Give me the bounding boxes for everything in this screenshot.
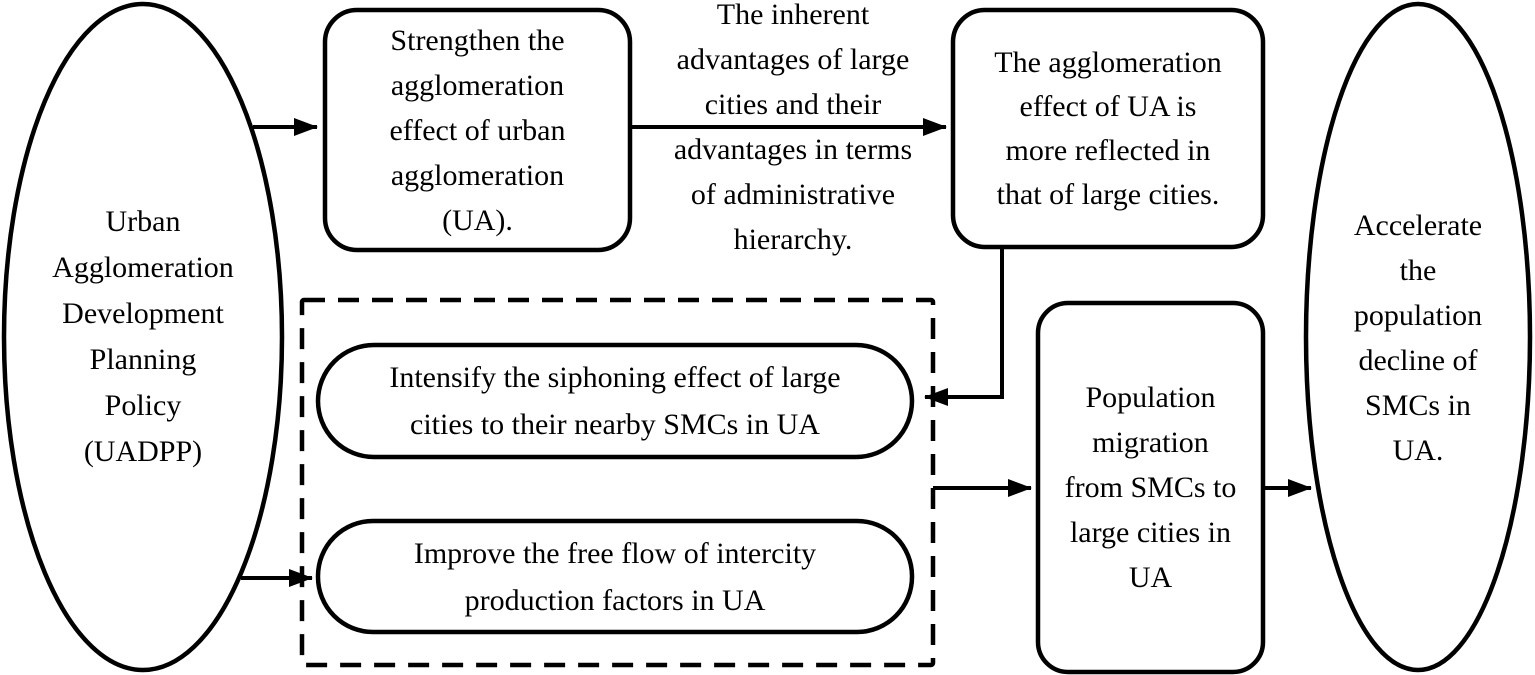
siphoning-stadium-shape	[315, 342, 915, 460]
decline-ellipse-shape	[1303, 1, 1533, 673]
siphoning-node-label: Intensify the siphoning effect of large …	[389, 361, 841, 441]
inherent-advantages-edge-label: The inherent advantages of large cities …	[673, 0, 913, 256]
agglomeration-effect-node-label: The agglomeration effect of UA is more r…	[994, 45, 1222, 211]
free-flow-node-label: Improve the free flow of intercity produ…	[413, 536, 817, 617]
strengthen-node-label: Strengthen the agglomeration effect of u…	[389, 23, 566, 237]
arrow-agglomeration-effect-to-siphoning	[924, 247, 1004, 406]
uadpp-ellipse-shape	[1, 1, 285, 673]
migration-node-label: Population migration from SMCs to large …	[1064, 381, 1237, 594]
strengthen-box-shape	[322, 7, 633, 253]
decline-node-label: Accelerate the population decline of SMC…	[1353, 209, 1483, 467]
free-flow-stadium-shape	[315, 518, 915, 635]
uadpp-node-label: Urban Agglomeration Development Planning…	[52, 205, 234, 468]
agglomeration-effect-box-shape	[950, 7, 1266, 250]
dashed-group-shape	[299, 297, 936, 668]
